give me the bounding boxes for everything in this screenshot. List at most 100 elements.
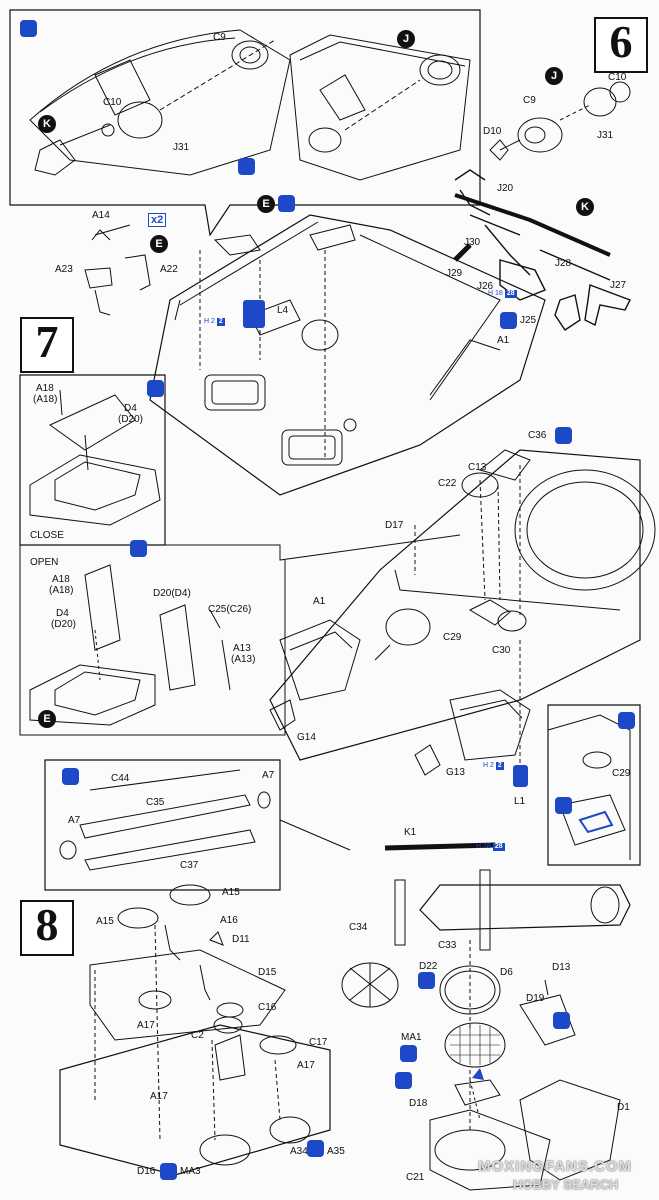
marker-e-hull: E: [257, 195, 275, 213]
part-label: D11: [232, 934, 250, 945]
part-label: J26: [477, 281, 494, 292]
part-label: D18: [409, 1098, 428, 1109]
marker-e-a14: E: [150, 235, 168, 253]
part-label: J29: [446, 268, 463, 279]
part-label: D16: [137, 1166, 156, 1177]
part-label: C22: [438, 478, 457, 489]
close-note: CLOSE: [30, 530, 64, 541]
part-label: D19: [526, 993, 545, 1004]
watermark-shop: HOBBY SEARCH: [513, 1177, 619, 1192]
part-label: A1: [497, 335, 510, 346]
part-label: A18: [52, 574, 70, 585]
part-label: A23: [55, 264, 73, 275]
part-label: D22: [419, 961, 438, 972]
paint-icon: [395, 1072, 412, 1089]
part-label: K1: [404, 827, 417, 838]
part-label: A7: [262, 770, 275, 781]
part-label: J31: [173, 142, 190, 153]
part-label: J28: [555, 258, 572, 269]
part-label: G13: [446, 767, 465, 778]
part-label: J27: [610, 280, 627, 291]
option-icon: [307, 1140, 324, 1157]
part-label: A15: [222, 887, 240, 898]
part-label: (A18): [49, 585, 74, 596]
part-label: D20(D4): [153, 588, 191, 599]
step-number-six: 6: [594, 17, 648, 73]
hatch-icon: [555, 797, 572, 814]
option-icon: [160, 1163, 177, 1180]
step-number-eight: 8: [20, 900, 74, 956]
part-label: A18: [36, 383, 54, 394]
option-icon: [555, 427, 572, 444]
part-label: A17: [297, 1060, 315, 1071]
part-label: J20: [497, 183, 514, 194]
part-label: G14: [297, 732, 316, 743]
part-label: J25: [520, 315, 537, 326]
part-label: D4: [56, 608, 69, 619]
part-label: J31: [597, 130, 614, 141]
part-label: C44: [111, 773, 130, 784]
part-label: D4: [124, 403, 137, 414]
part-label: C16: [258, 1002, 277, 1013]
marker-e-open: E: [38, 710, 56, 728]
part-label: C17: [309, 1037, 328, 1048]
part-label: C29: [443, 632, 462, 643]
part-label: A14: [92, 210, 110, 221]
option-icon: [400, 1045, 417, 1062]
part-label: A1: [313, 596, 326, 607]
part-label: (A13): [231, 654, 256, 665]
part-label: J30: [464, 237, 481, 248]
glue-icon: [20, 20, 37, 37]
part-label: C10: [103, 97, 122, 108]
part-label: C33: [438, 940, 457, 951]
part-label: C9: [213, 32, 226, 43]
glue-icon: [618, 712, 635, 729]
glue-icon: [62, 768, 79, 785]
glue-icon: [147, 380, 164, 397]
part-label: C36: [528, 430, 547, 441]
part-label: (D20): [51, 619, 77, 630]
marker-k-inset: K: [38, 115, 56, 133]
part-label: D17: [385, 520, 404, 531]
part-label: A17: [137, 1020, 155, 1031]
part-label: C30: [492, 645, 511, 656]
part-label: C25(C26): [208, 604, 252, 615]
part-label: C10: [608, 72, 627, 83]
part-label: A15: [96, 916, 114, 927]
option-icon: [500, 312, 517, 329]
option-icon: [553, 1012, 570, 1029]
part-label: (A18): [33, 394, 58, 405]
part-label: L1: [514, 796, 526, 807]
part-label: C13: [468, 462, 487, 473]
option-icon: [418, 972, 435, 989]
part-label: A7: [68, 815, 81, 826]
quantity-multiplier: x2: [148, 213, 167, 227]
open-note: OPEN: [30, 557, 59, 568]
part-label: C9: [523, 95, 536, 106]
marker-k-parts: K: [576, 198, 594, 216]
part-label: MA1: [401, 1032, 422, 1043]
part-label: C37: [180, 860, 199, 871]
part-label: D6: [500, 967, 513, 978]
marker-j-inset: J: [397, 30, 415, 48]
part-label: A22: [160, 264, 178, 275]
part-label: C2: [191, 1030, 204, 1041]
part-label: A34: [290, 1146, 308, 1157]
step-number-seven: 7: [20, 317, 74, 373]
part-label: D13: [552, 962, 571, 973]
part-label: A16: [220, 915, 238, 926]
option-icon: [130, 540, 147, 557]
part-label: A13: [233, 643, 251, 654]
watermark-site: MOXINGFANS.COM: [478, 1158, 633, 1175]
part-label: (D20): [118, 414, 144, 425]
part-label: A35: [327, 1146, 345, 1157]
marker-j-parts: J: [545, 67, 563, 85]
part-label: MA3: [180, 1166, 201, 1177]
part-label: C29: [612, 768, 631, 779]
